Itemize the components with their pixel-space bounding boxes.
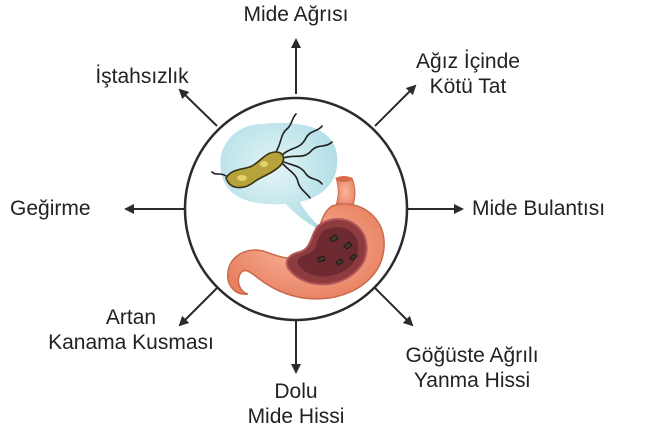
symptom-bottom-left-line1: Artan	[26, 305, 236, 330]
symptom-bottom-left: Artan Kanama Kusması	[26, 305, 236, 355]
symptom-top-right-line2: Kötü Tat	[388, 74, 548, 99]
symptom-right: Mide Bulantısı	[472, 196, 652, 221]
symptom-top-left: İştahsızlık	[72, 64, 212, 89]
symptom-top: Mide Ağrısı	[196, 2, 396, 27]
arrow-bottom-right	[375, 288, 412, 325]
symptom-bottom-right-line1: Göğüste Ağrılı	[372, 343, 572, 368]
symptom-bottom-right: Göğüste Ağrılı Yanma Hissi	[372, 343, 572, 393]
symptom-bottom-right-line2: Yanma Hissi	[372, 368, 572, 393]
symptom-left: Geğirme	[10, 196, 120, 221]
symptom-bottom: Dolu Mide Hissi	[216, 379, 376, 429]
symptom-bottom-line1: Dolu	[216, 379, 376, 404]
symptom-bottom-left-line2: Kanama Kusması	[26, 330, 236, 355]
symptom-bottom-line2: Mide Hissi	[216, 404, 376, 429]
symptom-top-right: Ağız İçinde Kötü Tat	[388, 49, 548, 99]
arrow-top-left	[180, 90, 217, 126]
symptom-top-right-line1: Ağız İçinde	[388, 49, 548, 74]
